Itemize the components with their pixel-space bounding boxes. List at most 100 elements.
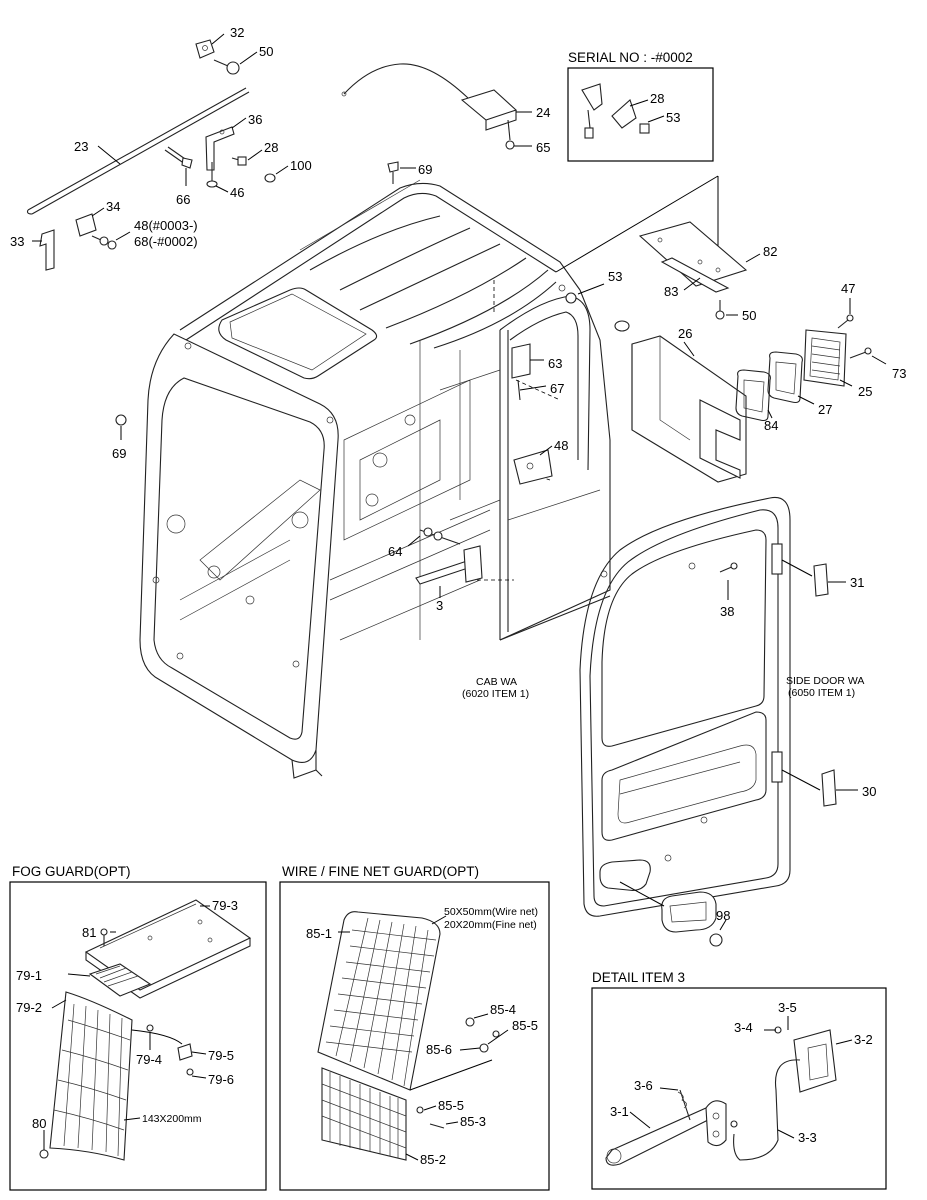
part-67-bolt xyxy=(517,379,547,401)
callout-3: 3 xyxy=(436,598,443,613)
serial-parts xyxy=(581,83,665,139)
fog-guard-title: FOG GUARD(OPT) xyxy=(12,864,131,879)
callout-33: 33 xyxy=(10,234,24,249)
callout-68: 68(-#0002) xyxy=(134,234,198,249)
side-door-item: (6050 ITEM 1) xyxy=(788,687,855,699)
callout-48b: 48 xyxy=(554,438,568,453)
callout-85-4: 85-4 xyxy=(490,1002,516,1017)
wire-net-note-2: 20X20mm(Fine net) xyxy=(444,919,537,931)
fog-guard-box xyxy=(9,881,267,1191)
callout-65: 65 xyxy=(536,140,550,155)
part-69-top-screw xyxy=(387,161,416,184)
detail-item-3-box xyxy=(591,987,887,1190)
callout-34: 34 xyxy=(106,199,120,214)
part-23-seal-strip xyxy=(26,87,250,215)
part-64-bolt xyxy=(407,527,461,547)
callout-3-3: 3-3 xyxy=(798,1130,817,1145)
callout-79-3: 79-3 xyxy=(212,898,238,913)
wire-net-box xyxy=(279,881,550,1191)
cab-wa-item: (6020 ITEM 1) xyxy=(462,688,529,700)
callout-3-6: 3-6 xyxy=(634,1078,653,1093)
callout-36: 36 xyxy=(248,112,262,127)
fog-guard-drawing xyxy=(39,899,252,1161)
callout-50b: 50 xyxy=(742,308,756,323)
callout-26: 26 xyxy=(678,326,692,341)
part-73-screw xyxy=(849,347,887,365)
callout-85-5b: 85-5 xyxy=(438,1098,464,1113)
part-66-bolt xyxy=(164,146,193,186)
callout-38: 38 xyxy=(720,604,734,619)
callout-28b: 28 xyxy=(650,91,664,106)
part-31-pad xyxy=(781,559,846,597)
callout-79-4: 79-4 xyxy=(136,1052,162,1067)
callout-79-1: 79-1 xyxy=(16,968,42,983)
part-98-handle xyxy=(619,881,727,947)
callout-48a: 48(#0003-) xyxy=(134,218,198,233)
callout-69b: 69 xyxy=(112,446,126,461)
callout-3-2: 3-2 xyxy=(854,1032,873,1047)
callout-64: 64 xyxy=(388,544,402,559)
callout-69a: 69 xyxy=(418,162,432,177)
callout-50a: 50 xyxy=(259,44,273,59)
part-46-bolt xyxy=(206,162,229,193)
wire-net-title: WIRE / FINE NET GUARD(OPT) xyxy=(282,864,479,879)
callout-79-6: 79-6 xyxy=(208,1072,234,1087)
callout-85-2: 85-2 xyxy=(420,1152,446,1167)
part-50-bolt xyxy=(213,51,258,75)
wire-net-note-1: 50X50mm(Wire net) xyxy=(444,906,538,918)
serial-box xyxy=(567,67,714,162)
part-24-harness xyxy=(341,63,532,131)
callout-47: 47 xyxy=(841,281,855,296)
serial-box-title: SERIAL NO : -#0002 xyxy=(568,50,693,65)
callout-28a: 28 xyxy=(264,140,278,155)
part-34-plate xyxy=(75,207,105,237)
side-door xyxy=(579,496,791,917)
cab-frame xyxy=(139,179,611,779)
part-32-bracket xyxy=(195,33,225,59)
callout-32: 32 xyxy=(230,25,244,40)
part-25-filter xyxy=(803,329,853,387)
callout-66: 66 xyxy=(176,192,190,207)
callout-3-5: 3-5 xyxy=(778,1000,797,1015)
part-28-nut xyxy=(231,149,263,166)
cab-wa-label: CAB WA xyxy=(476,676,517,688)
callout-81: 81 xyxy=(82,925,96,940)
callout-24: 24 xyxy=(536,105,550,120)
part-48-latch xyxy=(513,445,553,485)
part-65-screw xyxy=(505,119,532,150)
callout-25: 25 xyxy=(858,384,872,399)
callout-53b: 53 xyxy=(608,269,622,284)
part-38-screw xyxy=(719,562,738,600)
callout-30: 30 xyxy=(862,784,876,799)
part-53-grommet xyxy=(614,320,630,332)
part-3-lever xyxy=(415,545,483,598)
fog-size-note: 143X200mm xyxy=(142,1113,202,1125)
wire-net-drawing xyxy=(317,911,509,1161)
callout-79-2: 79-2 xyxy=(16,1000,42,1015)
part-84-gasket xyxy=(735,369,773,422)
callout-23: 23 xyxy=(74,139,88,154)
callout-82: 82 xyxy=(763,244,777,259)
part-83-strip xyxy=(660,257,730,293)
part-33-hinge xyxy=(32,229,55,271)
callout-85-3: 85-3 xyxy=(460,1114,486,1129)
callout-79-5: 79-5 xyxy=(208,1048,234,1063)
part-69-left-screw xyxy=(115,414,127,440)
callout-3-4: 3-4 xyxy=(734,1020,753,1035)
part-27-frame xyxy=(767,351,815,405)
part-30-pad xyxy=(781,769,858,807)
side-door-label: SIDE DOOR WA xyxy=(786,675,864,687)
callout-53a: 53 xyxy=(666,110,680,125)
callout-84: 84 xyxy=(764,418,778,433)
part-47-screw xyxy=(837,298,854,329)
part-26-panel xyxy=(631,335,747,483)
callout-31: 31 xyxy=(850,575,864,590)
callout-3-1: 3-1 xyxy=(610,1104,629,1119)
detail-item-3-title: DETAIL ITEM 3 xyxy=(592,970,685,985)
callout-85-6: 85-6 xyxy=(426,1042,452,1057)
callout-27: 27 xyxy=(818,402,832,417)
part-50-screw-b xyxy=(715,300,738,320)
part-53-plug xyxy=(565,283,605,304)
callout-98: 98 xyxy=(716,908,730,923)
